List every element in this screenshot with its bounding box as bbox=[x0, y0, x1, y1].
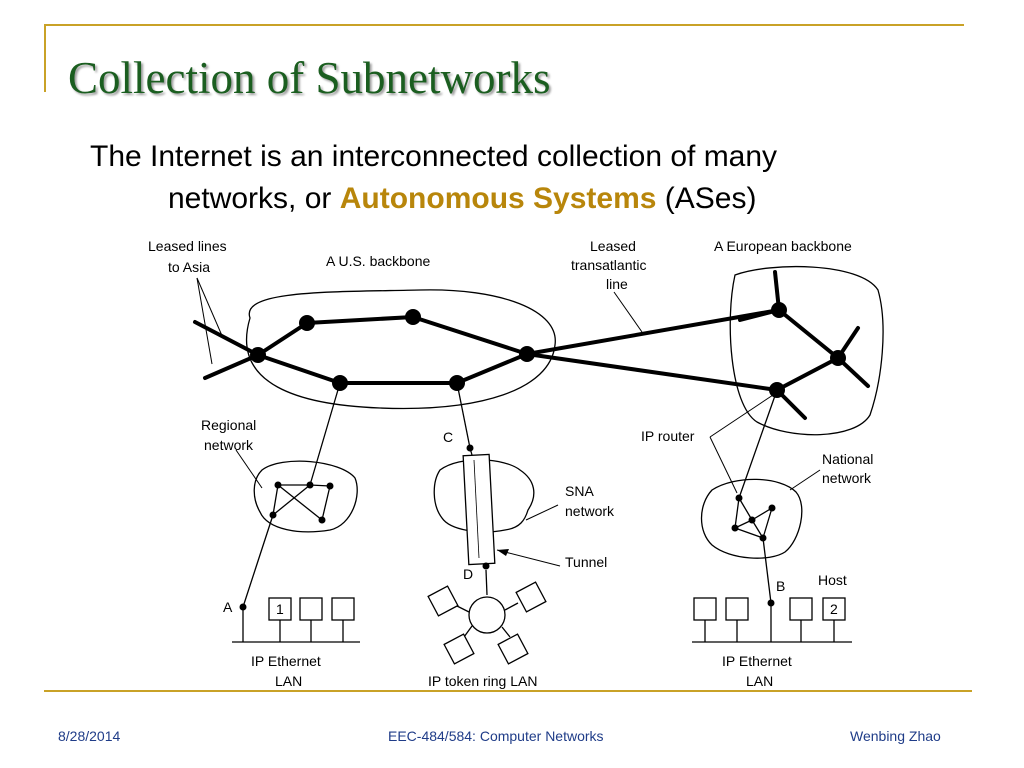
bullet-text: The Internet is an interconnected collec… bbox=[90, 136, 970, 220]
bullet-line-1: The Internet is an interconnected collec… bbox=[90, 140, 778, 173]
label-regional-network: network bbox=[204, 437, 254, 453]
label-pointers bbox=[196, 277, 821, 567]
slide-title: Collection of Subnetworks bbox=[68, 53, 551, 103]
ethernet-lan-right bbox=[692, 597, 852, 643]
label-to-asia: to Asia bbox=[168, 259, 210, 275]
regional-network-graph bbox=[242, 382, 341, 608]
c-link bbox=[456, 382, 471, 449]
label-line: line bbox=[606, 276, 628, 292]
label-point-c: C bbox=[443, 429, 453, 445]
regional-network-cloud bbox=[253, 460, 358, 533]
tunnel-pipe bbox=[462, 453, 496, 566]
label-national: National bbox=[822, 451, 873, 467]
national-network-nodes bbox=[731, 494, 776, 607]
label-host: Host bbox=[818, 572, 847, 588]
us-backbone-cloud bbox=[245, 289, 556, 410]
label-leased: Leased bbox=[590, 238, 636, 254]
bullet-part-3: (ASes) bbox=[656, 182, 757, 215]
footer-date: 8/28/2014 bbox=[58, 728, 121, 744]
label-sna: SNA bbox=[565, 483, 594, 499]
label-token-ring: IP token ring LAN bbox=[428, 673, 537, 689]
autonomous-systems-highlight: Autonomous Systems bbox=[339, 182, 657, 215]
ethernet-lan-left bbox=[232, 597, 360, 643]
label-point-b: B bbox=[776, 578, 785, 594]
top-frame-line bbox=[44, 24, 964, 26]
label-us-backbone: A U.S. backbone bbox=[326, 253, 431, 269]
european-backbone-cloud bbox=[729, 265, 884, 436]
label-european-backbone: A European backbone bbox=[714, 238, 852, 254]
label-leased-lines: Leased lines bbox=[148, 238, 227, 254]
label-ip-router: IP router bbox=[641, 428, 695, 444]
point-d-node bbox=[482, 562, 490, 570]
label-regional: Regional bbox=[201, 417, 256, 433]
label-transatlantic: transatlantic bbox=[571, 257, 646, 273]
label-lan-right: LAN bbox=[746, 673, 773, 689]
label-tunnel: Tunnel bbox=[565, 554, 607, 570]
label-host-1: 1 bbox=[276, 601, 284, 617]
national-network-cloud bbox=[700, 478, 803, 559]
sna-network-cloud bbox=[433, 459, 535, 533]
label-point-a: A bbox=[223, 599, 233, 615]
footer-rule bbox=[44, 690, 972, 692]
backbone-routers bbox=[250, 302, 846, 398]
footer-author: Wenbing Zhao bbox=[850, 728, 941, 744]
label-sna-network: network bbox=[565, 503, 615, 519]
bullet-part-2: networks, or bbox=[168, 182, 340, 215]
footer-course: EEC-484/584: Computer Networks bbox=[388, 728, 604, 744]
label-point-d: D bbox=[463, 566, 473, 582]
token-ring-lan bbox=[427, 569, 547, 665]
regional-network-nodes bbox=[239, 481, 334, 611]
label-national-network: network bbox=[822, 470, 872, 486]
label-ethernet-left: IP Ethernet bbox=[251, 653, 321, 669]
tunnel-arrowhead bbox=[497, 549, 509, 556]
label-ethernet-right: IP Ethernet bbox=[722, 653, 792, 669]
bullet-line-2: networks, or Autonomous Systems (ASes) bbox=[90, 178, 970, 220]
left-frame-line bbox=[44, 24, 46, 92]
label-lan-left: LAN bbox=[275, 673, 302, 689]
label-host-2: 2 bbox=[830, 601, 838, 617]
